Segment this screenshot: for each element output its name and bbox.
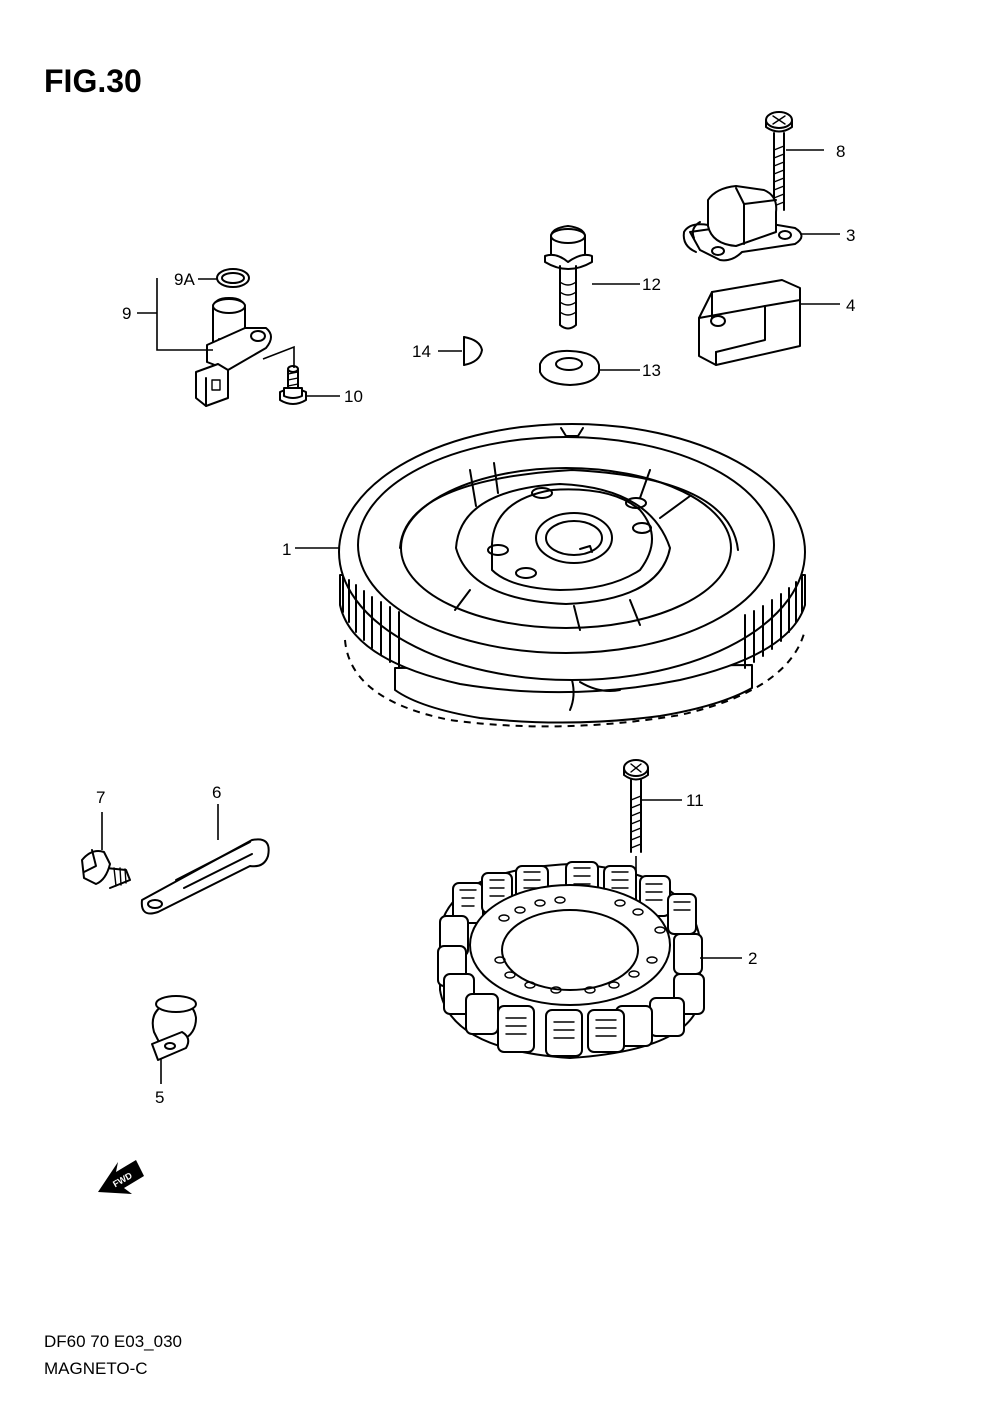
callout-2: 2	[748, 949, 757, 968]
callout-4: 4	[846, 296, 855, 315]
leader-lines	[101, 149, 840, 1084]
part-14-woodruff-key	[463, 336, 483, 366]
callout-9: 9	[122, 304, 131, 323]
callout-6: 6	[212, 783, 221, 802]
callout-11: 11	[686, 791, 704, 810]
part-3-sensor-bracket	[682, 185, 803, 262]
callout-5: 5	[155, 1088, 164, 1107]
part-13-washer	[539, 349, 600, 386]
figure-name: MAGNETO-C	[44, 1359, 148, 1378]
callout-9a: 9A	[174, 270, 195, 289]
figure-code: DF60 70 E03_030	[44, 1332, 182, 1351]
part-9-sensor	[195, 268, 272, 407]
part-12-bolt	[544, 225, 593, 330]
callout-8: 8	[836, 142, 845, 161]
part-7-bolt	[81, 849, 131, 889]
figure-title: FIG.30	[44, 63, 142, 99]
part-8-screw	[765, 111, 793, 211]
part-2-stator	[437, 861, 705, 1059]
callout-10: 10	[344, 387, 363, 406]
part-4-block	[698, 279, 801, 366]
part-10-bolt	[279, 365, 307, 405]
callout-7: 7	[96, 788, 105, 807]
callout-1: 1	[282, 540, 291, 559]
part-1-flywheel	[338, 423, 806, 728]
callout-3: 3	[846, 226, 855, 245]
callout-13: 13	[642, 361, 661, 380]
callout-12: 12	[642, 275, 661, 294]
part-6-clamp-strap	[140, 838, 270, 915]
forward-direction-arrow: FWD	[98, 1160, 144, 1194]
callout-14: 14	[412, 342, 431, 361]
part-5-clamp	[151, 995, 197, 1061]
